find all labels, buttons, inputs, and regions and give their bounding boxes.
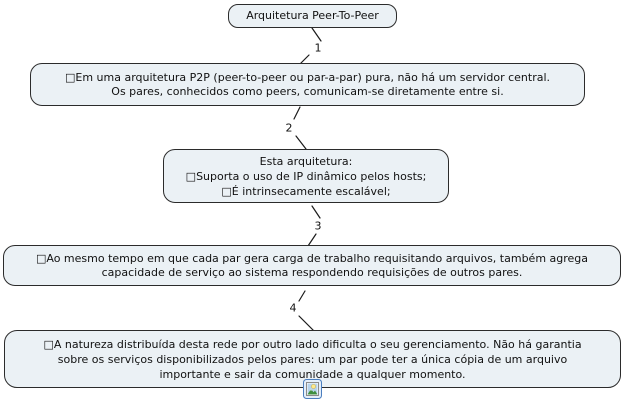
concept-node-3-line-1: □Ao mesmo tempo em que cada par gera car… [35,251,589,265]
concept-node-3-line-2: capacidade de serviço ao sistema respond… [101,265,523,279]
concept-node-1-line-2: Os pares, conhecidos como peers, comunic… [111,84,504,98]
image-attachment-icon[interactable] [303,379,322,399]
concept-node-2[interactable]: Esta arquitetura: □Suporta o uso de IP d… [163,149,449,203]
connector-2-lower-segment [295,135,307,150]
concept-node-2-line-2: □Suporta o uso de IP dinâmico pelos host… [185,169,427,183]
concept-node-4[interactable]: □A natureza distribuída desta rede por o… [4,330,621,388]
concept-node-4-line-1: □A natureza distribuída desta rede por o… [43,337,582,351]
concept-node-2-line-3: □É intrinsecamente escalável; [221,184,391,198]
connector-3-upper-segment [311,205,321,219]
concept-node-root-text: Arquitetura Peer-To-Peer [246,9,379,22]
image-attachment-icon-graphic [303,379,322,399]
concept-node-1-line-1: □Em uma arquitetura P2P (peer-to-peer ou… [64,70,551,84]
concept-node-1[interactable]: □Em uma arquitetura P2P (peer-to-peer ou… [30,63,585,106]
link-label-4[interactable]: 4 [289,301,297,315]
connector-1-upper-segment [311,27,322,42]
link-label-1[interactable]: 1 [314,41,322,55]
link-label-2[interactable]: 2 [285,121,293,135]
concept-node-4-line-3: importante e sair da comunidade a qualqu… [159,367,466,381]
link-label-3[interactable]: 3 [314,219,322,233]
connector-4-lower-segment [298,315,315,332]
concept-node-3[interactable]: □Ao mesmo tempo em que cada par gera car… [3,245,621,286]
concept-node-root[interactable]: Arquitetura Peer-To-Peer [228,4,397,28]
concept-node-2-line-1: Esta arquitetura: [259,154,353,168]
connector-2-upper-segment [293,106,301,120]
connector-4-upper-segment [298,290,306,302]
concept-node-4-line-2: sobre os serviços disponibilizados pelos… [57,352,568,366]
